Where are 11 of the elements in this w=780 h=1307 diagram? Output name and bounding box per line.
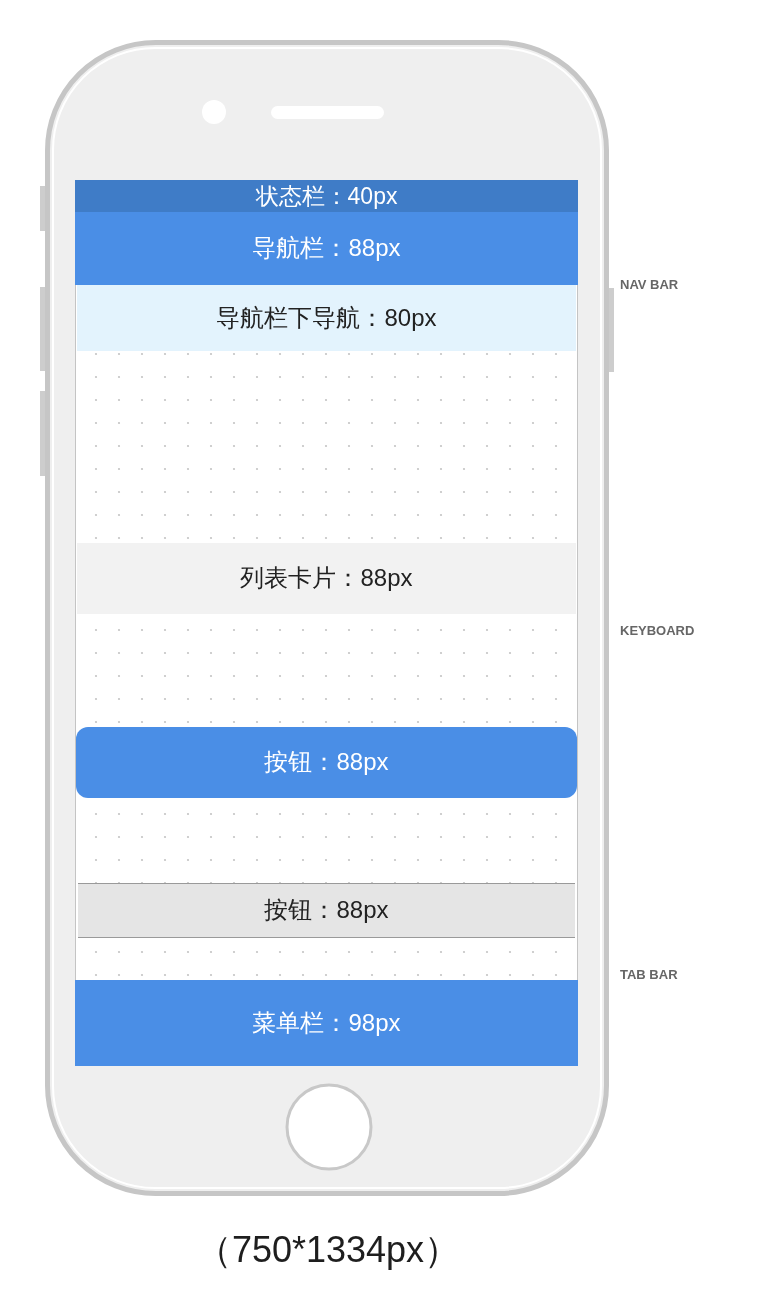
sub-navigation-bar: 导航栏下导航：80px — [77, 285, 576, 351]
section-label: NAV BAR — [620, 277, 679, 293]
secondary-button: 按钮：88px — [78, 883, 575, 938]
primary-button: 按钮：88px — [76, 727, 577, 798]
section-label: TAB BAR — [620, 967, 678, 983]
caption-text: （750*1334px） — [195, 1229, 461, 1271]
navigation-bar: 导航栏：88px — [75, 212, 578, 285]
section-label: KEYBOARD — [620, 623, 695, 639]
status-bar: 状态栏：40px — [75, 180, 578, 213]
list-card: 列表卡片：88px — [77, 543, 576, 614]
tab-bar: 菜单栏：98px — [75, 980, 578, 1066]
